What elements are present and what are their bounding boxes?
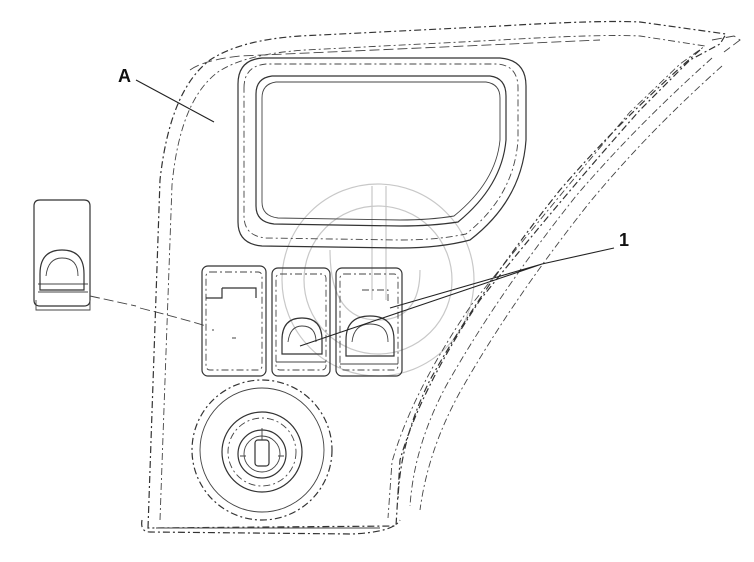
watermark-logo <box>281 183 475 377</box>
side-panel-body <box>141 20 741 535</box>
display-window <box>237 57 527 249</box>
callout-label-a: A <box>118 66 131 86</box>
blank-switch <box>201 265 267 377</box>
leader-line-a <box>135 79 215 123</box>
leader-line-1 <box>299 247 615 347</box>
rocker-switch-right <box>335 267 403 377</box>
switch-bank <box>201 265 403 377</box>
detached-rocker-switch <box>33 199 207 327</box>
ignition-key-switch <box>191 379 333 521</box>
callout-leaders <box>135 79 615 347</box>
rocker-switch-middle <box>271 267 331 377</box>
callout-label-1: 1 <box>619 230 629 250</box>
